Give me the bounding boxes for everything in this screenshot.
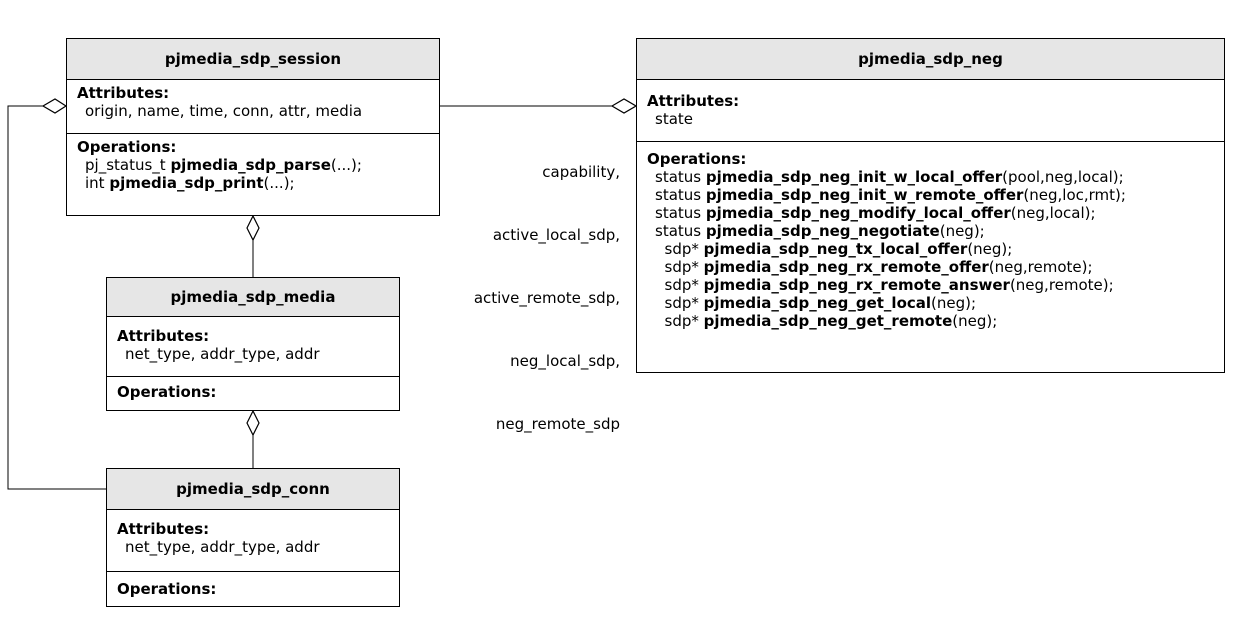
attributes-heading: Attributes: [117,327,210,345]
return-type: int [85,174,110,192]
neg-aggregation-diamond [610,98,638,114]
method-name: pjmedia_sdp_neg_get_local [703,294,932,312]
operation-line: sdp* pjmedia_sdp_neg_tx_local_offer(neg)… [647,240,1214,258]
method-args: (...); [263,174,295,192]
session-media-aggregation-diamond [246,214,260,242]
return-type: sdp* [655,294,704,312]
class-pjmedia-sdp-media[interactable]: pjmedia_sdp_media Attributes: net_type, … [106,277,400,411]
operations-section: Operations: pj_status_t pjmedia_sdp_pars… [67,134,439,196]
operation-line: sdp* pjmedia_sdp_neg_get_local(neg); [647,294,1214,312]
return-type: sdp* [655,276,704,294]
role-label: active_remote_sdp, [473,289,620,307]
method-name: pjmedia_sdp_neg_rx_remote_answer [703,276,1010,294]
role-label: neg_local_sdp, [510,352,620,370]
attribute-line: state [655,110,693,128]
operations-heading: Operations: [117,580,217,598]
role-label: neg_remote_sdp [495,415,620,433]
return-type: status [655,222,706,240]
method-name: pjmedia_sdp_neg_init_w_local_offer [705,168,1003,186]
method-args: (neg); [967,240,1013,258]
attribute-line: origin, name, time, conn, attr, media [85,102,363,120]
media-conn-aggregation-diamond [246,409,260,437]
operation-line: status pjmedia_sdp_neg_modify_local_offe… [647,204,1214,222]
return-type: sdp* [655,312,704,330]
operation-line: pj_status_t pjmedia_sdp_parse(...); [77,156,429,174]
method-name: pjmedia_sdp_neg_modify_local_offer [705,204,1011,222]
method-args: (neg,local); [1010,204,1096,222]
method-name: pjmedia_sdp_print [109,174,264,192]
attribute-line: net_type, addr_type, addr [125,538,320,556]
role-label: active_local_sdp, [492,226,620,244]
operation-line: sdp* pjmedia_sdp_neg_rx_remote_offer(neg… [647,258,1214,276]
association-role-labels: capability, active_local_sdp, active_rem… [420,120,620,456]
method-name: pjmedia_sdp_neg_rx_remote_offer [703,258,989,276]
method-name: pjmedia_sdp_neg_get_remote [703,312,953,330]
attribute-line: net_type, addr_type, addr [125,345,320,363]
method-name: pjmedia_sdp_neg_tx_local_offer [703,240,968,258]
operations-heading: Operations: [117,383,217,401]
return-type: sdp* [655,258,704,276]
attributes-section: Attributes: origin, name, time, conn, at… [67,80,439,134]
method-args: (neg); [952,312,998,330]
role-label: capability, [542,163,620,181]
return-type: status [655,204,706,222]
class-title: pjmedia_sdp_session [67,39,439,80]
class-pjmedia-sdp-session[interactable]: pjmedia_sdp_session Attributes: origin, … [66,38,440,216]
operation-line: status pjmedia_sdp_neg_init_w_remote_off… [647,186,1214,204]
operations-section: Operations: [107,377,399,405]
operations-section: Operations: [107,572,399,602]
session-conn-aggregation-diamond [41,98,68,114]
method-args: (pool,neg,local); [1002,168,1124,186]
method-args: (...); [330,156,362,174]
class-pjmedia-sdp-conn[interactable]: pjmedia_sdp_conn Attributes: net_type, a… [106,468,400,607]
attributes-section: Attributes: net_type, addr_type, addr [107,317,399,377]
attributes-heading: Attributes: [77,84,170,102]
operation-line: status pjmedia_sdp_neg_init_w_local_offe… [647,168,1214,186]
method-args: (neg); [939,222,985,240]
method-name: pjmedia_sdp_neg_init_w_remote_offer [705,186,1024,204]
method-name: pjmedia_sdp_neg_negotiate [705,222,940,240]
attributes-section: Attributes: state [637,80,1224,142]
attributes-heading: Attributes: [647,92,740,110]
session-conn-link-line [7,105,106,490]
class-title: pjmedia_sdp_media [107,278,399,317]
operation-line: int pjmedia_sdp_print(...); [77,174,429,192]
method-name: pjmedia_sdp_parse [170,156,331,174]
method-args: (neg); [931,294,977,312]
operations-section: Operations: status pjmedia_sdp_neg_init_… [637,142,1224,334]
attributes-heading: Attributes: [117,520,210,538]
operation-line: status pjmedia_sdp_neg_negotiate(neg); [647,222,1214,240]
class-title: pjmedia_sdp_neg [637,39,1224,80]
return-type: pj_status_t [85,156,171,174]
method-args: (neg,loc,rmt); [1023,186,1126,204]
method-args: (neg,remote); [988,258,1093,276]
class-title: pjmedia_sdp_conn [107,469,399,510]
return-type: status [655,168,706,186]
operations-heading: Operations: [647,150,747,168]
return-type: sdp* [655,240,704,258]
operations-heading: Operations: [77,138,177,156]
class-pjmedia-sdp-neg[interactable]: pjmedia_sdp_neg Attributes: state Operat… [636,38,1225,373]
method-args: (neg,remote); [1009,276,1114,294]
operation-line: sdp* pjmedia_sdp_neg_rx_remote_answer(ne… [647,276,1214,294]
attributes-section: Attributes: net_type, addr_type, addr [107,510,399,572]
return-type: status [655,186,706,204]
operation-line: sdp* pjmedia_sdp_neg_get_remote(neg); [647,312,1214,330]
